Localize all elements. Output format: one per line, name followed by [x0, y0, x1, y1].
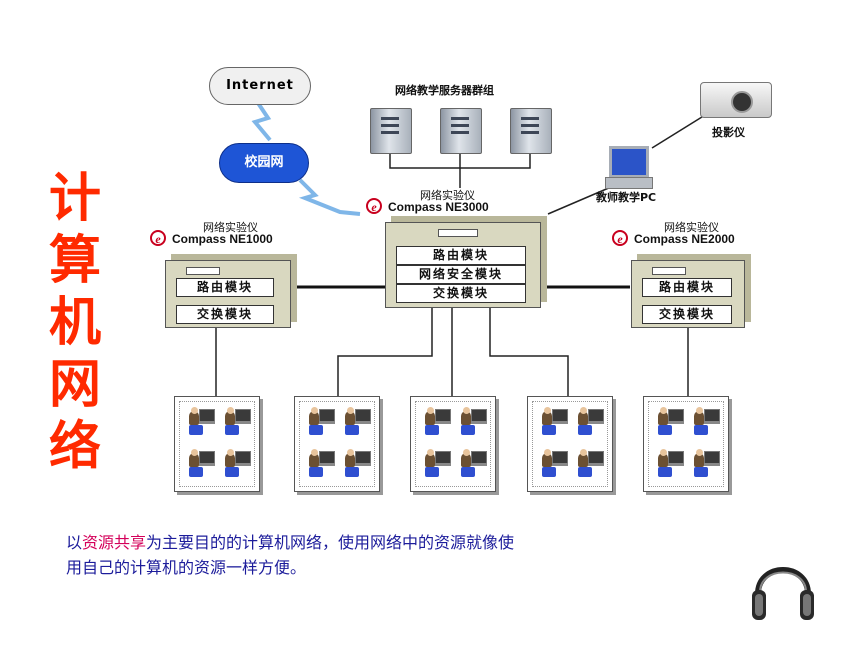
workstation-icon	[225, 407, 251, 437]
caption-line2: 用自己的计算机的资源一样方便。	[66, 558, 307, 577]
computer-lab-3	[410, 396, 496, 492]
caption-prefix: 以	[66, 533, 83, 552]
computer-lab-4	[527, 396, 613, 492]
center-device-caption: 网络实验仪	[420, 189, 475, 202]
server-group-label: 网络教学服务器群组	[395, 84, 494, 97]
lightning-icon	[251, 101, 272, 142]
caption-line1: 为主要目的的计算机网络，使用网络中的资源就像使	[146, 533, 515, 552]
workstation-icon	[578, 407, 604, 437]
workstation-icon	[461, 449, 487, 479]
workstation-icon	[309, 449, 335, 479]
workstation-icon	[345, 407, 371, 437]
computer-lab-5	[643, 396, 729, 492]
left-module-routing: 路由模块	[176, 278, 274, 297]
center-module-routing: 路由模块	[396, 246, 526, 265]
projector-icon	[700, 82, 772, 118]
workstation-icon	[542, 449, 568, 479]
left-device-caption: 网络实验仪	[203, 221, 258, 234]
computer-lab-1	[174, 396, 260, 492]
title-char-5: 络	[48, 417, 101, 477]
title-char-2: 算	[48, 231, 101, 291]
workstation-icon	[225, 449, 251, 479]
workstation-icon	[658, 449, 684, 479]
left-device-cabinet: 路由模块 交换模块	[165, 260, 291, 328]
compass-logo-icon-left: e	[150, 230, 166, 246]
workstation-icon	[578, 449, 604, 479]
server-icon	[370, 108, 412, 154]
left-module-switching: 交换模块	[176, 305, 274, 324]
compass-logo-icon-right: e	[612, 230, 628, 246]
page-title: 计 算 机 网 络	[40, 168, 110, 478]
workstation-icon	[694, 407, 720, 437]
workstation-icon	[345, 449, 371, 479]
compass-logo-icon: e	[366, 198, 382, 214]
workstation-icon	[694, 449, 720, 479]
workstation-icon	[461, 407, 487, 437]
server-icon-2	[440, 108, 482, 154]
title-char-3: 机	[48, 293, 101, 353]
right-module-routing: 路由模块	[642, 278, 732, 297]
right-device-model: Compass NE2000	[634, 232, 735, 246]
caption-highlight: 资源共享	[82, 533, 147, 552]
workstation-icon	[189, 407, 215, 437]
right-device-cabinet: 路由模块 交换模块	[631, 260, 745, 328]
teacher-pc-icon	[605, 146, 653, 189]
workstation-icon	[189, 449, 215, 479]
left-device-model: Compass NE1000	[172, 232, 273, 246]
internet-cloud: Internet	[209, 67, 311, 105]
campus-network-cloud: 校园网	[219, 143, 309, 183]
workstation-icon	[309, 407, 335, 437]
server-icon-3	[510, 108, 552, 154]
lightning-icon-2	[298, 178, 361, 216]
title-char-1: 计	[48, 169, 101, 229]
description-text: 以资源共享为主要目的的计算机网络，使用网络中的资源就像使 用自己的计算机的资源一…	[66, 530, 686, 580]
right-device-caption: 网络实验仪	[664, 221, 719, 234]
right-module-switching: 交换模块	[642, 305, 732, 324]
workstation-icon	[425, 407, 451, 437]
center-device-cabinet: 路由模块 网络安全模块 交换模块	[385, 222, 541, 308]
projector-label: 投影仪	[712, 126, 745, 139]
workstation-icon	[542, 407, 568, 437]
headphone-icon[interactable]	[750, 548, 816, 624]
teacher-pc-label: 教师教学PC	[596, 191, 657, 204]
center-module-security: 网络安全模块	[396, 265, 526, 284]
center-module-switching: 交换模块	[396, 284, 526, 303]
workstation-icon	[425, 449, 451, 479]
title-char-4: 网	[48, 355, 101, 415]
workstation-icon	[658, 407, 684, 437]
center-device-model: Compass NE3000	[388, 200, 489, 214]
computer-lab-2	[294, 396, 380, 492]
